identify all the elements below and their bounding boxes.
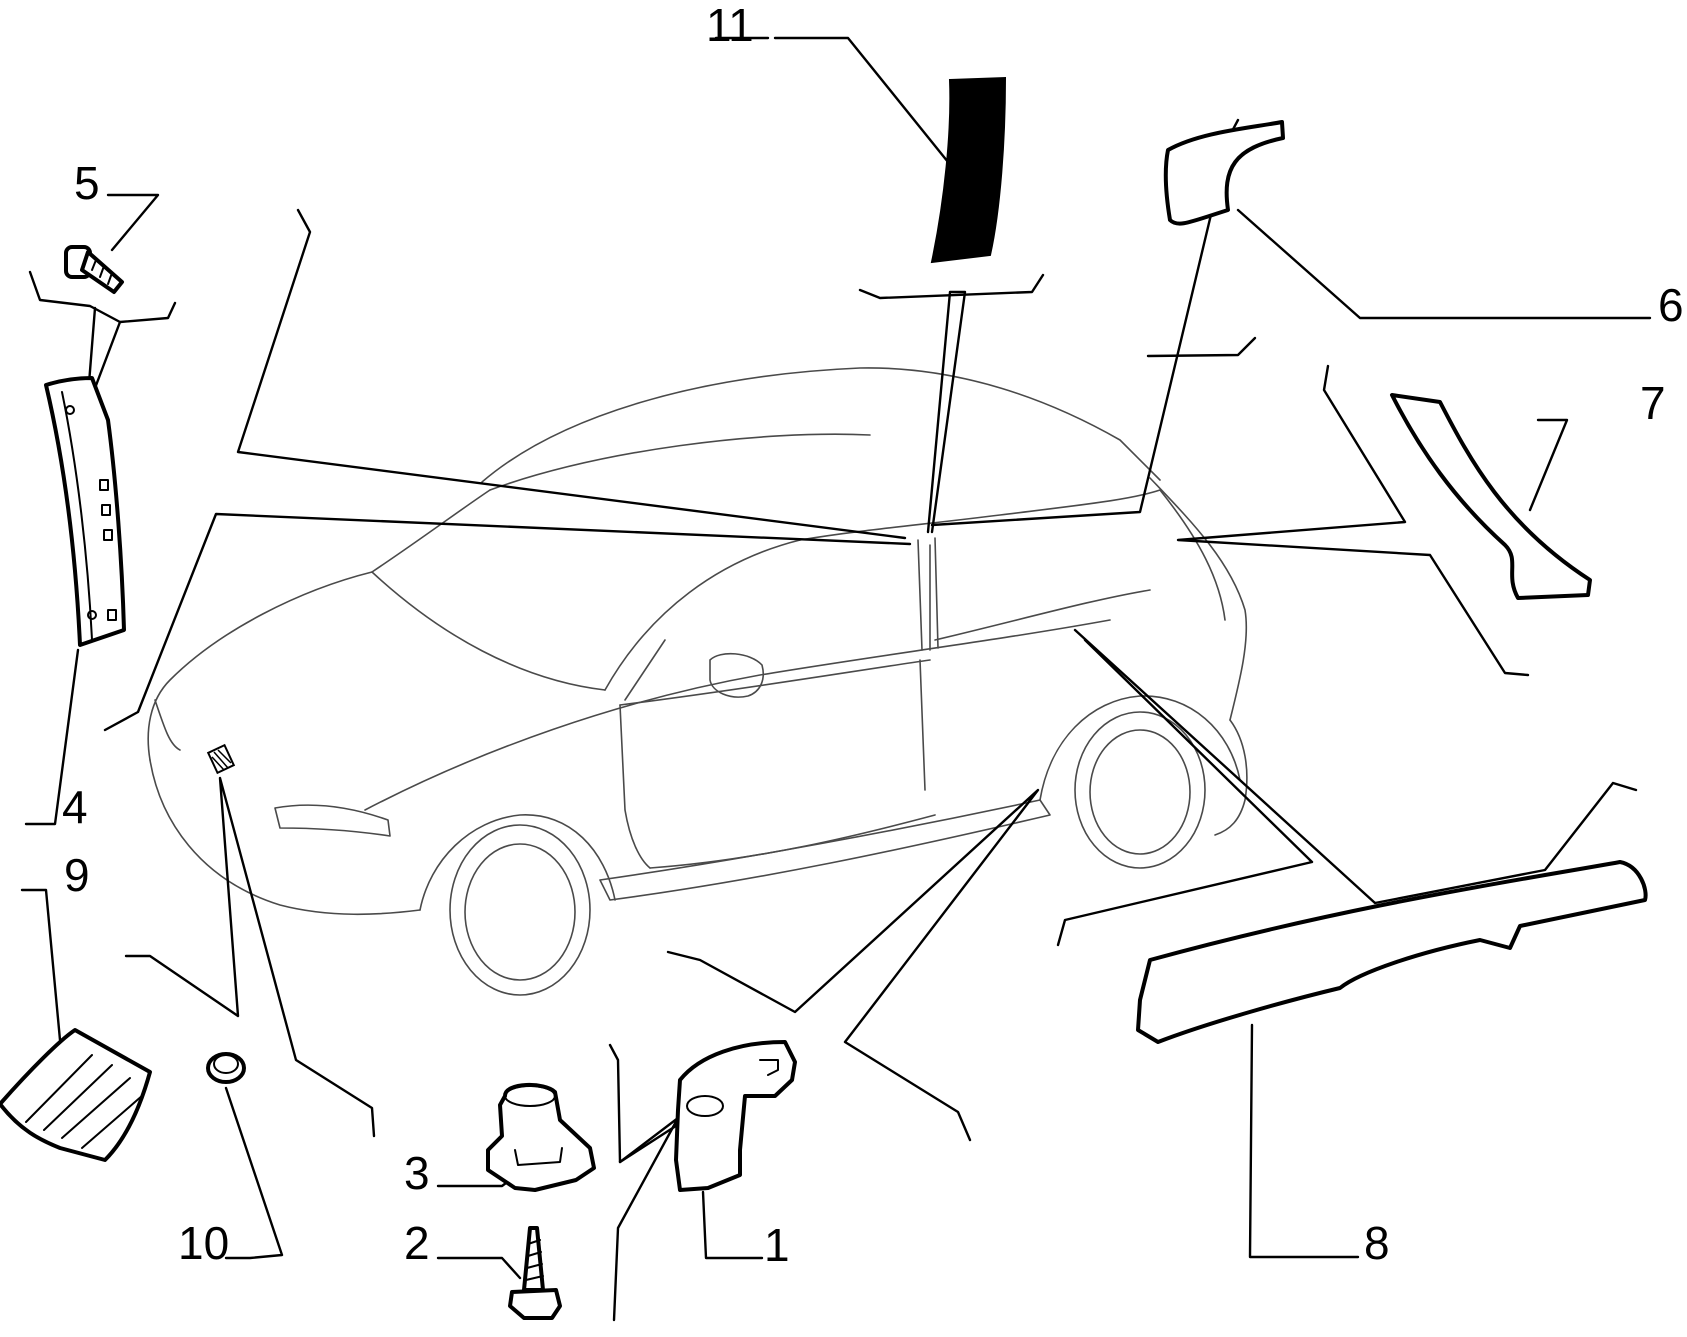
part-7-c-pillar-trim bbox=[1390, 393, 1592, 600]
callout-10: 10 bbox=[178, 1217, 230, 1269]
callout-3: 3 bbox=[404, 1147, 430, 1199]
part-6-quarter-trim bbox=[1163, 120, 1285, 226]
callout-2: 2 bbox=[404, 1217, 430, 1269]
car-outline bbox=[147, 367, 1248, 996]
part-5-screw bbox=[64, 245, 124, 294]
part-9-grille-pad bbox=[0, 1028, 152, 1162]
callout-1: 1 bbox=[764, 1219, 790, 1271]
part-3-clip bbox=[486, 1082, 596, 1192]
callout-5: 5 bbox=[74, 157, 100, 209]
callout-6: 6 bbox=[1658, 279, 1684, 331]
part-1-bracket bbox=[674, 1040, 797, 1192]
part-2-bolt bbox=[508, 1226, 562, 1320]
callout-11: 11 bbox=[706, 0, 754, 51]
part-4-a-pillar-trim bbox=[44, 376, 126, 647]
part-11-b-pillar-trim bbox=[930, 76, 1007, 264]
callout-9: 9 bbox=[64, 849, 90, 901]
leader-lines bbox=[20, 36, 1652, 1322]
callout-8: 8 bbox=[1364, 1217, 1390, 1269]
part-10-grommet bbox=[206, 1052, 246, 1084]
part-8-sill-trim bbox=[1136, 860, 1648, 1044]
callout-4: 4 bbox=[62, 781, 88, 833]
callout-7: 7 bbox=[1640, 377, 1666, 429]
